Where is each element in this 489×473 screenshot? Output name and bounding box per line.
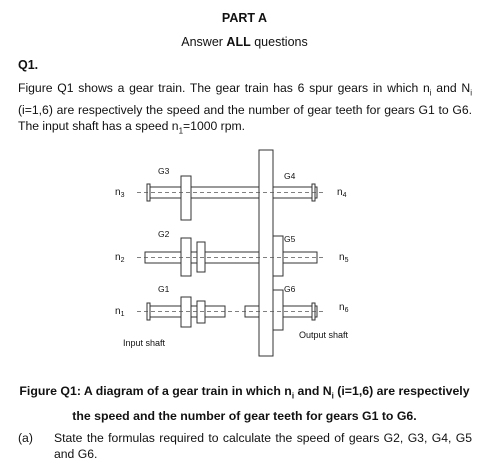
gear-g4 [258,149,274,357]
q-text-3b: =1000 rpm. [183,119,246,134]
gear-train-figure: G3 G2 G1 G4 G5 G6 n3 n2 n1 n4 n5 n6 Inpu… [115,149,349,357]
q-sub-i: i [429,88,432,98]
label-n3: n3 [115,187,125,199]
caption-1b: and N [294,384,332,398]
instruction-bold: ALL [226,35,251,49]
q-text-2b: (i=1,6) are respectively the speed and t… [18,102,415,117]
caption-sub-i: i [291,391,295,401]
q-text-3: G1 to G6. The input shaft has a speed n [18,102,472,134]
instruction-prefix: Answer [181,35,227,49]
caption-1: Figure Q1: A diagram of a gear train in … [19,384,292,398]
instruction-suffix: questions [250,35,308,49]
label-n1: n1 [115,306,125,318]
label-g3: G3 [158,166,170,176]
input-shaft-label: Input shaft [123,338,166,348]
q-sub-1: 1 [178,126,184,136]
label-g2: G2 [158,229,170,239]
gear-g5 [272,235,284,277]
sub-question: (a) State the formulas required to calcu… [18,430,472,462]
label-g1: G1 [158,284,170,294]
label-g5: G5 [284,234,296,244]
instruction: Answer ALL questions [0,35,489,49]
label-n6: n6 [339,302,349,314]
label-n2: n2 [115,252,125,264]
figure-caption: Figure Q1: A diagram of a gear train in … [10,381,479,426]
part-title: PART A [221,11,268,25]
sub-question-text: State the formulas required to calculate… [54,431,472,461]
label-n5: n5 [339,252,349,264]
q-text-2a: N [461,81,471,95]
label-g4: G4 [284,171,296,181]
sub-question-label: (a) [18,431,33,445]
output-shaft-label: Output shaft [299,330,349,340]
q-text-and: and [431,81,457,95]
q-text-1: Figure Q1 shows a gear train. The gear t… [18,81,430,95]
gear-g3 [180,175,192,221]
caption-2: the speed and the number of gear teeth f… [72,409,417,424]
gear-g2 [180,237,192,277]
question-label: Q1. [18,58,39,72]
label-g6: G6 [284,284,296,294]
question-text: Figure Q1 shows a gear train. The gear t… [18,80,472,140]
label-n4: n4 [337,187,347,199]
caption-1c: (i=1,6) are respectively [333,384,470,398]
q-sub-i-2: i [470,88,472,98]
gear-g6 [272,289,284,331]
caption-sub-i-2: i [331,391,334,401]
gear-g1 [180,296,192,328]
